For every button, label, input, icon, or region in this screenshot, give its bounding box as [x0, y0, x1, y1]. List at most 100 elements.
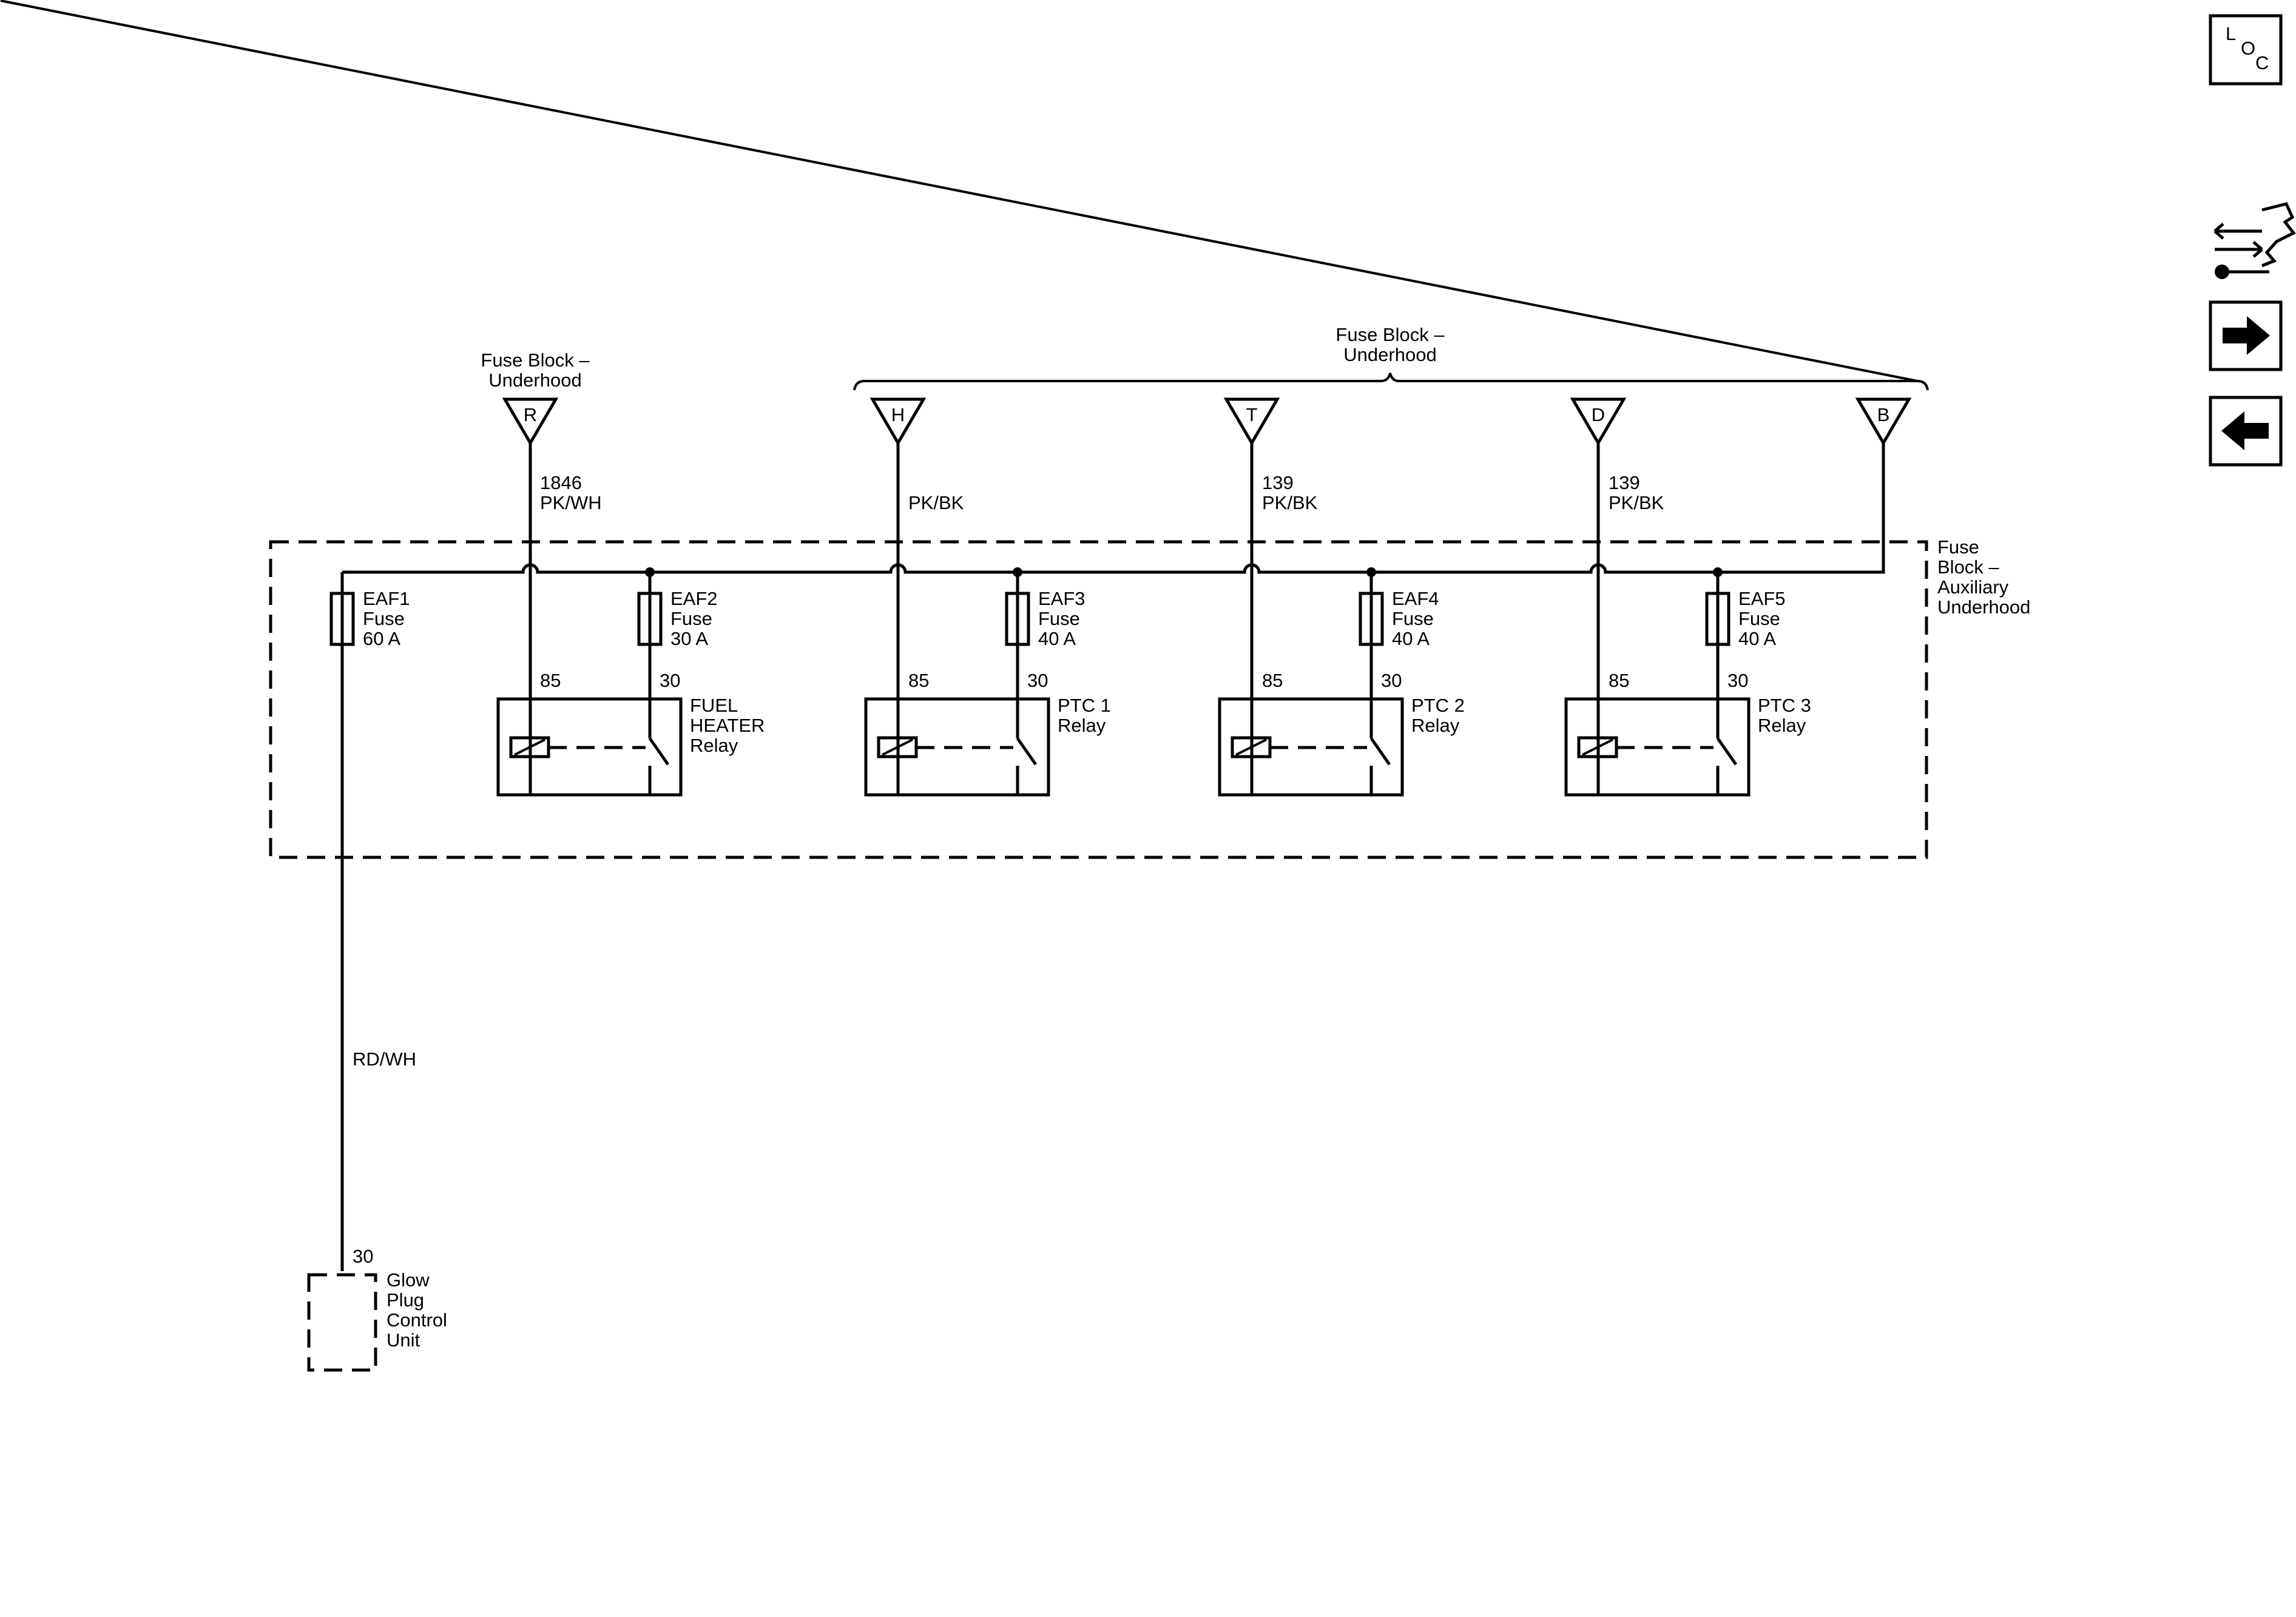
svg-text:Relay: Relay — [1058, 715, 1106, 736]
fuse-eaf4-label: EAF4 Fuse 40 A — [1392, 588, 1439, 649]
svg-text:Underhood: Underhood — [488, 370, 581, 391]
wire-label-r: 1846 PK/WH — [540, 472, 602, 513]
loc-button[interactable]: L O C — [2209, 14, 2283, 86]
svg-text:Underhood: Underhood — [1937, 596, 2030, 618]
svg-text:Relay: Relay — [1758, 715, 1806, 736]
glow-plug-control-unit — [307, 1273, 377, 1372]
svg-text:Fuse: Fuse — [1392, 608, 1434, 629]
relay-ptc2-label: PTC 2 Relay — [1411, 695, 1465, 736]
wire-label-h: PK/BK — [908, 492, 964, 513]
svg-text:B: B — [1877, 404, 1890, 425]
relay-ptc3 — [1564, 697, 1751, 797]
svg-text:60 A: 60 A — [363, 628, 400, 649]
relay-fuel-heater-label: FUEL HEATER Relay — [690, 695, 765, 756]
svg-text:PK/BK: PK/BK — [1262, 492, 1318, 513]
svg-text:T: T — [1246, 404, 1258, 425]
svg-text:PTC 1: PTC 1 — [1058, 695, 1111, 716]
fuse-block-brace — [0, 0, 1919, 391]
svg-text:Unit: Unit — [387, 1329, 420, 1351]
relay-fuel-heater-pin-85: 85 — [540, 670, 561, 691]
svg-text:PTC 2: PTC 2 — [1411, 695, 1465, 716]
terminal-d: D — [1570, 397, 1627, 446]
svg-text:Fuse: Fuse — [1038, 608, 1080, 629]
svg-text:40 A: 40 A — [1738, 628, 1776, 649]
loc-letter-o: O — [2241, 38, 2255, 59]
loc-letter-c: C — [2255, 52, 2269, 73]
svg-text:D: D — [1592, 404, 1605, 425]
svg-text:FUEL: FUEL — [690, 695, 738, 716]
svg-text:139: 139 — [1609, 472, 1640, 493]
svg-text:Block –: Block – — [1937, 556, 1999, 578]
relay-fuel-heater-pin-30: 30 — [660, 670, 680, 691]
svg-text:Underhood: Underhood — [1343, 344, 1436, 365]
svg-text:Plug: Plug — [387, 1289, 424, 1311]
fuse-eaf4 — [1359, 592, 1384, 646]
fuse-eaf5-label: EAF5 Fuse 40 A — [1738, 588, 1786, 649]
svg-text:Fuse Block –: Fuse Block – — [1335, 324, 1445, 345]
wire-label-d: 139 PK/BK — [1609, 472, 1664, 513]
fuse-eaf1 — [329, 592, 355, 646]
svg-text:EAF1: EAF1 — [363, 588, 410, 609]
relay-ptc3-label: PTC 3 Relay — [1758, 695, 1811, 736]
relay-ptc1-label: PTC 1 Relay — [1058, 695, 1111, 736]
svg-text:Auxiliary: Auxiliary — [1937, 576, 2009, 598]
wire-label-t: 139 PK/BK — [1262, 472, 1318, 513]
terminal-t: T — [1223, 397, 1280, 446]
fuse-eaf2 — [637, 592, 663, 646]
relay-ptc2 — [1218, 697, 1404, 797]
svg-text:HEATER: HEATER — [690, 715, 765, 736]
svg-text:Glow: Glow — [387, 1269, 430, 1291]
svg-text:PTC 3: PTC 3 — [1758, 695, 1811, 716]
loc-letter-l: L — [2226, 23, 2236, 44]
wire-label-rd-wh: RD/WH — [353, 1048, 416, 1070]
fuse-block-underhood-label-right: Fuse Block – Underhood — [1335, 324, 1445, 365]
fuse-eaf1-label: EAF1 Fuse 60 A — [363, 588, 410, 649]
terminal-b: B — [1855, 397, 1912, 446]
svg-text:139: 139 — [1262, 472, 1294, 493]
svg-text:R: R — [524, 404, 537, 425]
svg-text:EAF4: EAF4 — [1392, 588, 1439, 609]
svg-text:PK/WH: PK/WH — [540, 492, 602, 513]
next-page-arrow-icon — [2223, 316, 2270, 355]
glow-plug-control-unit-label: Glow Plug Control Unit — [387, 1269, 447, 1351]
fuse-eaf2-label: EAF2 Fuse 30 A — [670, 588, 718, 649]
aux-fuse-block-label: Fuse Block – Auxiliary Underhood — [1937, 536, 2030, 618]
relay-fuel-heater — [496, 697, 683, 797]
svg-text:Relay: Relay — [690, 735, 738, 756]
brace-end — [1917, 380, 1929, 391]
svg-text:40 A: 40 A — [1392, 628, 1430, 649]
svg-text:40 A: 40 A — [1038, 628, 1076, 649]
relay-ptc3-pin-85: 85 — [1609, 670, 1629, 691]
relay-ptc2-pin-30: 30 — [1381, 670, 1402, 691]
svg-text:Fuse: Fuse — [363, 608, 405, 629]
previous-page-button[interactable] — [2209, 396, 2283, 467]
relay-ptc3-pin-30: 30 — [1727, 670, 1748, 691]
fuse-eaf5 — [1705, 592, 1730, 646]
svg-text:H: H — [891, 404, 905, 425]
fuse-block-underhood-label-left: Fuse Block – Underhood — [481, 349, 590, 391]
relay-ptc1 — [864, 697, 1050, 797]
svg-text:PK/BK: PK/BK — [908, 492, 964, 513]
fuse-eaf3-label: EAF3 Fuse 40 A — [1038, 588, 1086, 649]
svg-text:EAF5: EAF5 — [1738, 588, 1786, 609]
svg-text:Control: Control — [387, 1309, 447, 1331]
repair-procedure-icon[interactable] — [2213, 202, 2296, 279]
fuse-bus-bar — [342, 443, 1885, 574]
glow-plug-pin-30: 30 — [353, 1246, 373, 1267]
relay-ptc1-pin-85: 85 — [908, 670, 929, 691]
svg-text:PK/BK: PK/BK — [1609, 492, 1664, 513]
svg-text:30 A: 30 A — [670, 628, 708, 649]
svg-text:1846: 1846 — [540, 472, 582, 493]
svg-text:Fuse: Fuse — [670, 608, 712, 629]
aux-fuse-block-outline — [269, 540, 1928, 859]
terminal-h: H — [869, 397, 927, 446]
next-page-button[interactable] — [2209, 300, 2283, 371]
fuse-eaf3 — [1005, 592, 1030, 646]
relay-ptc1-pin-30: 30 — [1027, 670, 1048, 691]
svg-text:EAF3: EAF3 — [1038, 588, 1086, 609]
relay-ptc2-pin-85: 85 — [1262, 670, 1283, 691]
previous-page-arrow-icon — [2221, 411, 2269, 450]
svg-text:EAF2: EAF2 — [670, 588, 718, 609]
terminal-r: R — [502, 397, 559, 446]
